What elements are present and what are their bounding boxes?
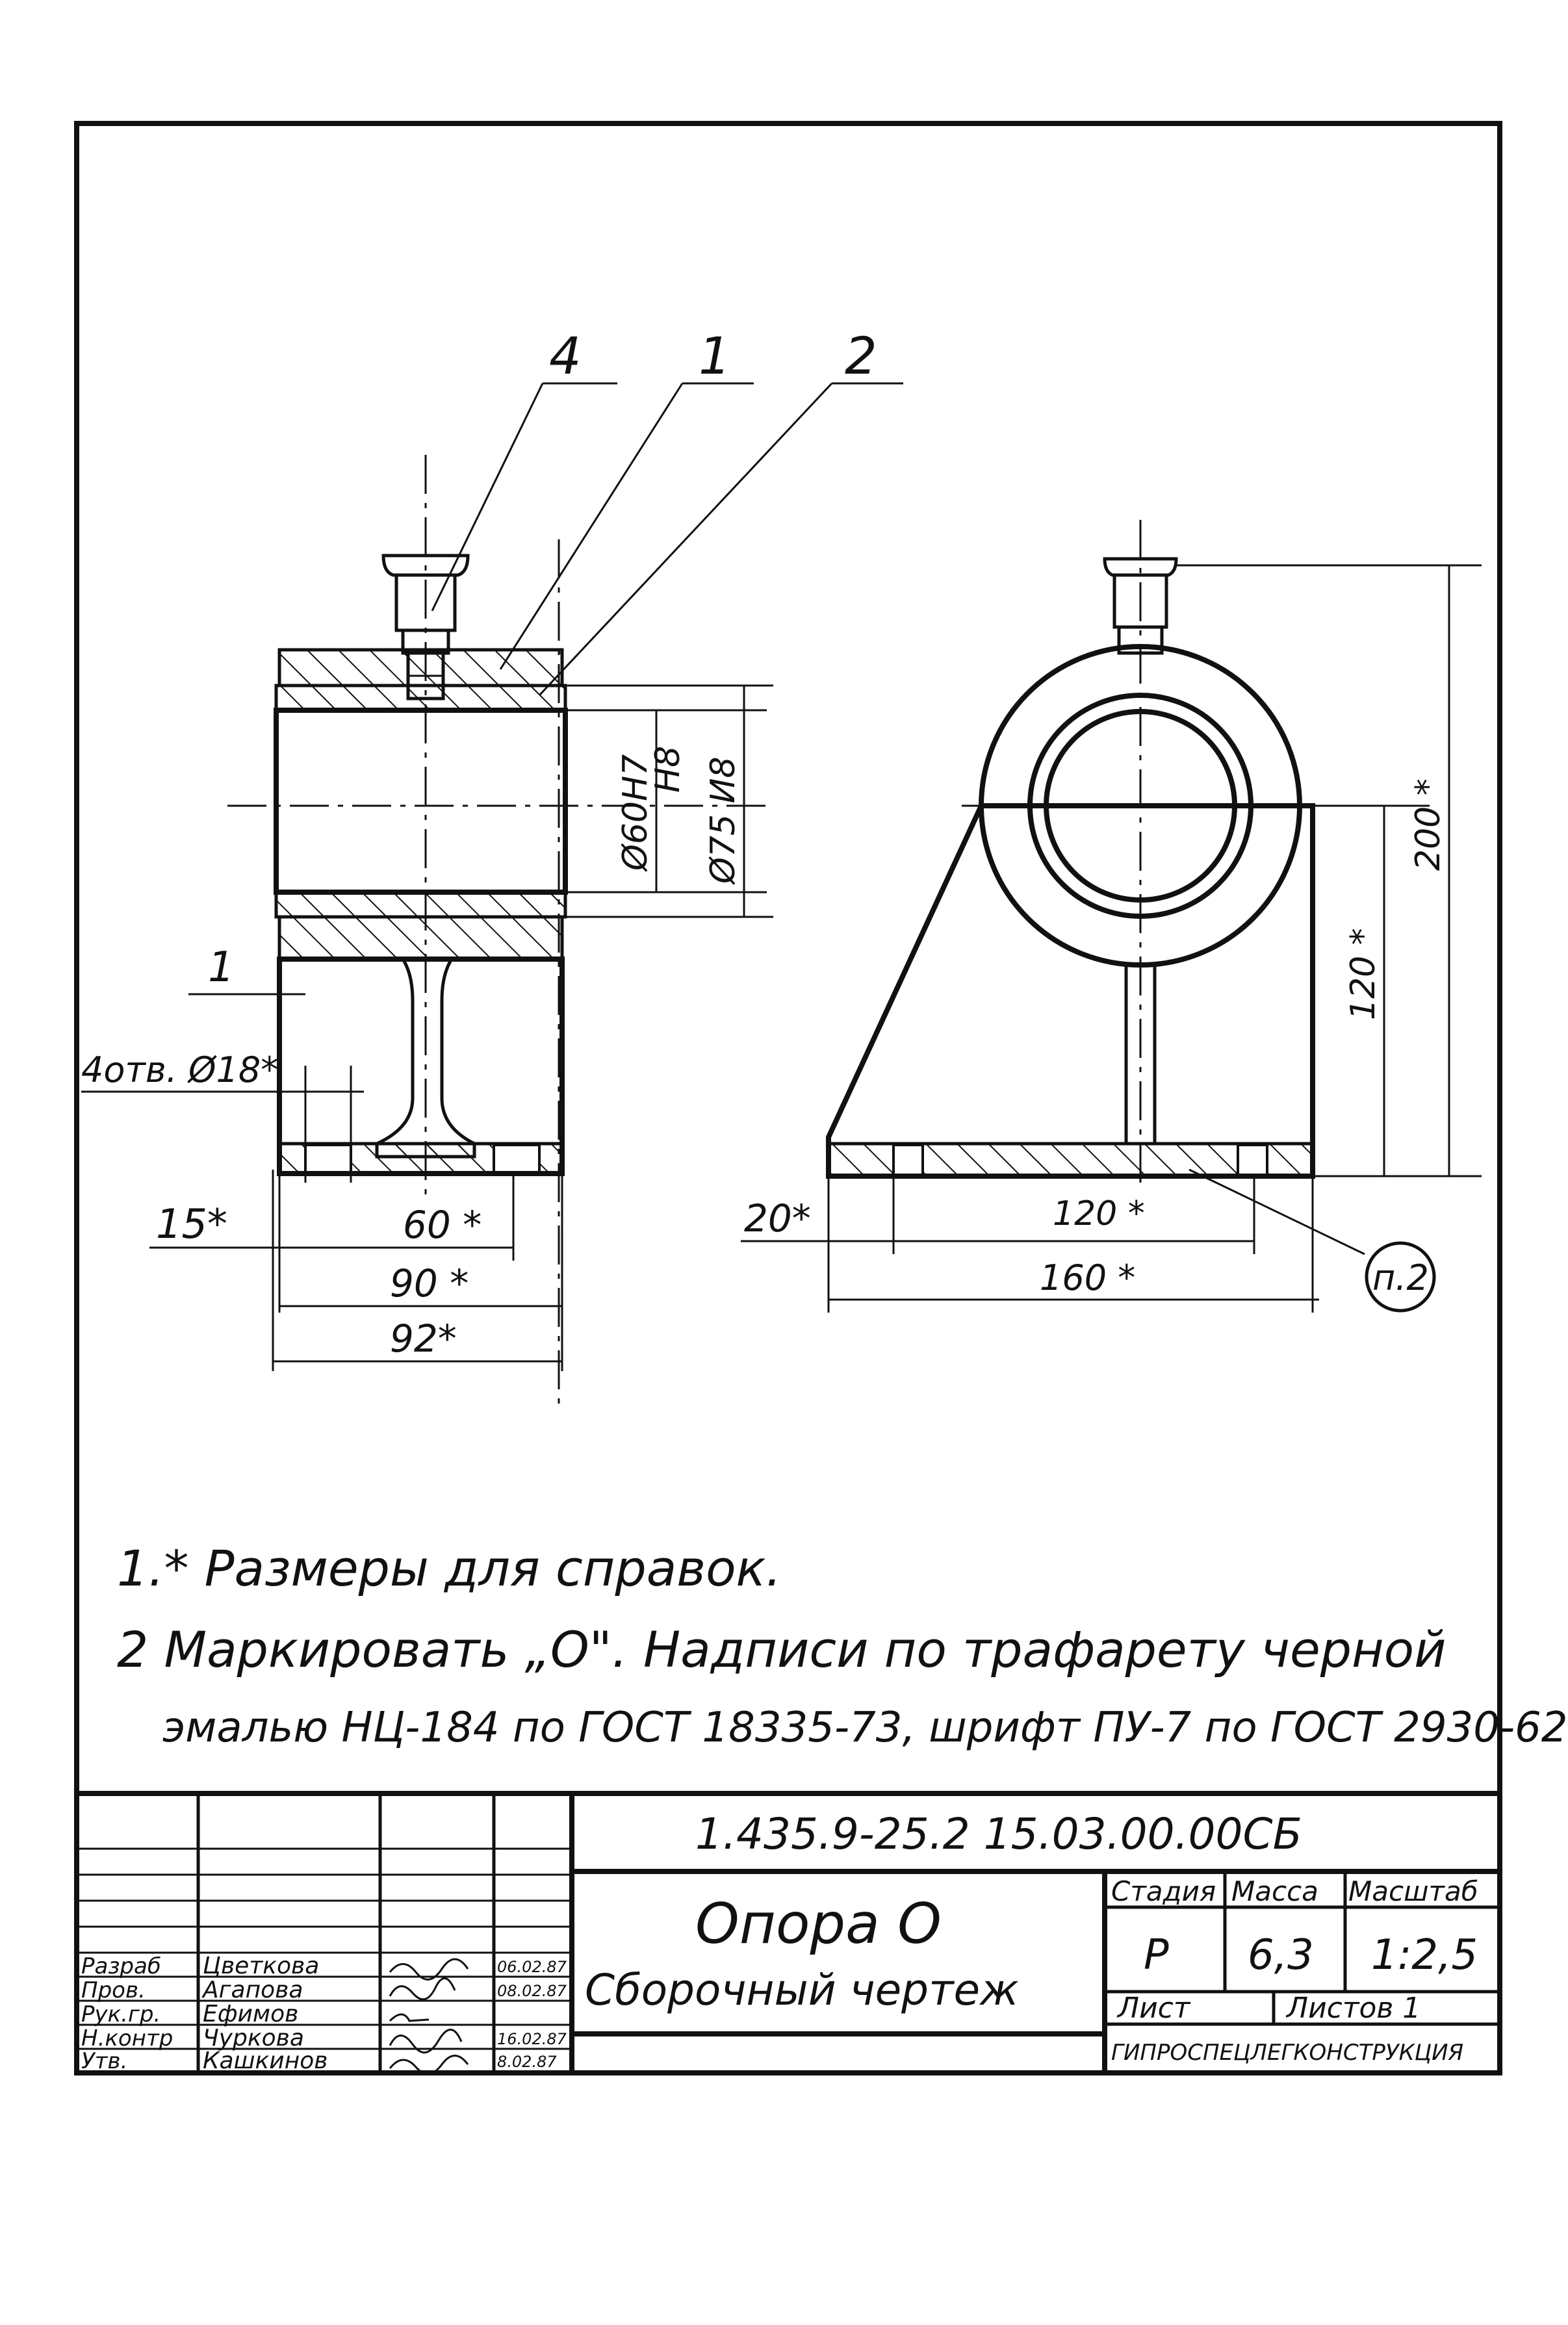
notes: 1.* Размеры для справок. 2 Маркировать „… bbox=[117, 1539, 1568, 1752]
dim-60: 60 * bbox=[403, 1203, 482, 1247]
row-role: Пров. bbox=[81, 1977, 146, 2003]
mark-p2: п.2 bbox=[1372, 1257, 1429, 1298]
mark-circle bbox=[1365, 1241, 1436, 1313]
base-plate-left bbox=[277, 1142, 564, 1175]
dim-90: 90 * bbox=[390, 1261, 469, 1305]
right-view: 120 * 200 * 20* 120 * 160 * п.2 bbox=[741, 520, 1482, 1313]
note-1: 1.* Размеры для справок. bbox=[117, 1539, 782, 1597]
row-date: 8.02.87 bbox=[497, 2053, 557, 2071]
dim-120-width: 120 * bbox=[1053, 1194, 1145, 1233]
mass-value: 6,3 bbox=[1248, 1931, 1314, 1979]
right-horizontal-dims bbox=[741, 1168, 1365, 1313]
row-name: Кашкинов bbox=[203, 2048, 328, 2074]
mass-header: Масса bbox=[1231, 1875, 1318, 1907]
stage-value: Р bbox=[1144, 1931, 1169, 1979]
dim-holes: 4отв. Ø18* bbox=[81, 1049, 278, 1090]
callout-1: 1 bbox=[699, 328, 731, 386]
scale-value: 1:2,5 bbox=[1371, 1931, 1478, 1979]
lower-plate bbox=[277, 915, 564, 961]
scale-header: Масштаб bbox=[1348, 1875, 1478, 1907]
row-name: Ефимов bbox=[203, 2001, 298, 2027]
callout-2: 2 bbox=[845, 328, 877, 386]
title-name: Опора О bbox=[695, 1892, 942, 1957]
note-2: 2 Маркировать „О". Надписи по трафарету … bbox=[117, 1621, 1446, 1678]
dim-gap-1: 1 bbox=[208, 944, 235, 992]
row-role: Рук.гр. bbox=[81, 2001, 161, 2027]
organization: ГИПРОСПЕЦЛЕГКОНСТРУКЦИЯ bbox=[1111, 2040, 1463, 2066]
support-side bbox=[826, 803, 1315, 1179]
designation: 1.435.9-25.2 15.03.00.00СБ bbox=[695, 1809, 1302, 1859]
dim-120-height: 120 * bbox=[1344, 928, 1383, 1020]
pin-right bbox=[1103, 557, 1178, 655]
row-role: Разраб bbox=[81, 1953, 161, 1979]
bushing-part-2-bottom bbox=[274, 890, 567, 919]
signature-rows: Разраб Цветкова 06.02.87 Пров. Агапова 0… bbox=[81, 1953, 567, 2075]
left-view: 4 1 2 Ø60H7 H8 Ø75 И8 1 4отв. Ø18* bbox=[81, 328, 903, 1404]
row-name: Цветкова bbox=[203, 1953, 319, 1979]
dim-d60-h7: Ø60H7 bbox=[616, 754, 655, 872]
dim-92: 92* bbox=[390, 1317, 457, 1361]
signature-scribbles bbox=[389, 1958, 469, 2075]
dim-fit-h8: H8 bbox=[649, 746, 688, 793]
bore-body bbox=[274, 708, 568, 895]
dim-15: 15* bbox=[156, 1200, 227, 1248]
callout-4: 4 bbox=[549, 328, 582, 386]
top-plate-part-1 bbox=[277, 648, 564, 687]
title-block: 1.435.9-25.2 15.03.00.00СБ Опора О Сборо… bbox=[74, 1791, 1502, 2075]
row-date: 16.02.87 bbox=[497, 2030, 567, 2048]
support-frame bbox=[277, 957, 565, 1176]
dim-20: 20* bbox=[744, 1196, 811, 1240]
bottom-dims-left bbox=[149, 1170, 563, 1371]
row-role: Н.контр bbox=[81, 2025, 173, 2051]
row-date: 08.02.87 bbox=[497, 1982, 567, 2000]
sheet-label: Лист bbox=[1116, 1992, 1191, 2025]
sheets-label: Листов 1 bbox=[1285, 1992, 1420, 2025]
dim-200-height: 200 * bbox=[1409, 778, 1448, 871]
row-name: Чуркова bbox=[203, 2025, 304, 2051]
bushing-part-2-top bbox=[274, 684, 567, 712]
sheet-frame bbox=[74, 121, 1502, 2075]
callout-leaders bbox=[431, 382, 903, 697]
stage-header: Стадия bbox=[1111, 1875, 1216, 1907]
row-name: Агапова bbox=[201, 1977, 303, 2003]
row-date: 06.02.87 bbox=[497, 1958, 567, 1976]
title-subname: Сборочный чертеж bbox=[585, 1965, 1019, 2015]
right-vertical-dims bbox=[1176, 564, 1482, 1177]
row-role: Утв. bbox=[81, 2048, 127, 2074]
dim-160: 160 * bbox=[1040, 1257, 1135, 1298]
note-3: эмалью НЦ-184 по ГОСТ 18335-73, шрифт ПУ… bbox=[162, 1704, 1568, 1752]
dim-d75: Ø75 И8 bbox=[704, 756, 743, 885]
diameter-dims bbox=[565, 684, 773, 918]
base-plate-right bbox=[827, 1142, 1315, 1178]
